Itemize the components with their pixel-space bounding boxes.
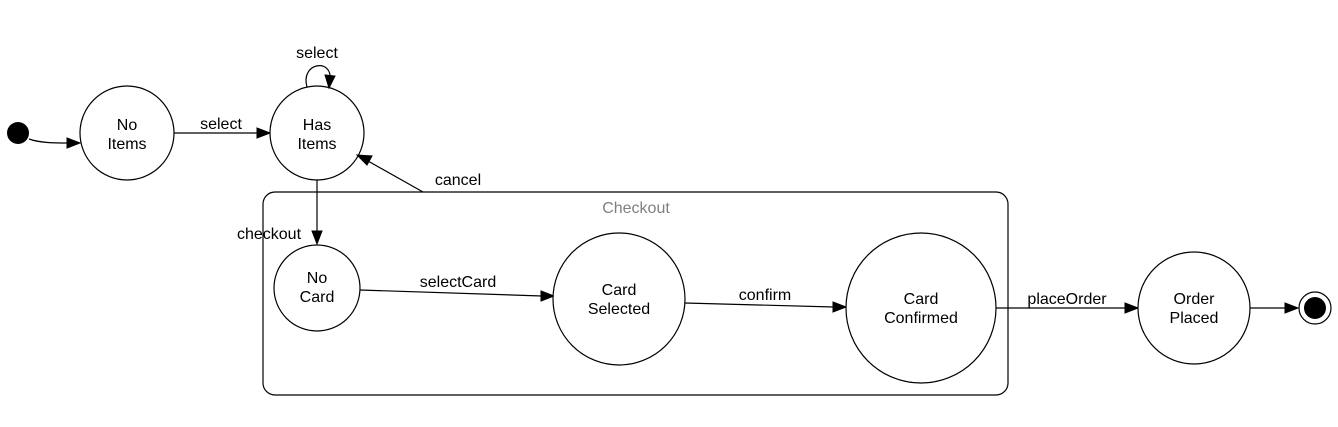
edge-select-card — [359, 289, 543, 297]
state-card-selected — [552, 232, 686, 366]
label-select-card: selectCard — [420, 274, 496, 291]
final-state-inner — [1304, 297, 1326, 319]
label-select-loop: select — [296, 45, 338, 62]
state-no-card-line2: Card — [300, 289, 335, 306]
label-place-order: placeOrder — [1027, 291, 1107, 308]
edge-cancel — [367, 160, 424, 193]
checkout-cluster-label: Checkout — [602, 200, 670, 217]
arrowhead-initial — [66, 137, 82, 149]
state-order-placed — [1137, 251, 1251, 365]
state-card-confirmed-line2: Confirmed — [884, 310, 958, 327]
state-has-items-line1: Has — [303, 117, 331, 134]
arrowhead-select — [256, 127, 272, 139]
state-no-card-line1: No — [307, 270, 328, 287]
edge-initial-to-no-items — [28, 138, 69, 144]
label-cancel: cancel — [435, 172, 481, 189]
state-card-confirmed-line1: Card — [904, 291, 939, 308]
label-confirm: confirm — [739, 287, 791, 304]
state-no-card — [273, 244, 361, 332]
arrowhead-confirm — [832, 301, 848, 313]
edge-has-items-self-loop — [305, 65, 331, 88]
arrowhead-cancel — [355, 154, 373, 166]
state-no-items-line1: No — [117, 117, 138, 134]
arrowhead-place-order — [1124, 302, 1140, 314]
label-select: select — [200, 116, 242, 133]
state-card-selected-line2: Selected — [588, 301, 650, 318]
state-order-placed-line2: Placed — [1170, 310, 1219, 327]
state-card-selected-line1: Card — [602, 282, 637, 299]
state-has-items-line2: Items — [297, 136, 336, 153]
arrowhead-select-card — [540, 290, 556, 302]
state-no-items-line2: Items — [107, 136, 146, 153]
state-order-placed-line1: Order — [1174, 291, 1216, 308]
initial-state — [7, 122, 29, 144]
label-checkout: checkout — [237, 226, 302, 243]
edge-confirm — [684, 302, 835, 308]
arrowhead-self-loop — [324, 74, 336, 90]
arrowhead-checkout — [311, 230, 323, 246]
arrowhead-final — [1284, 302, 1300, 314]
state-card-confirmed — [845, 232, 997, 384]
